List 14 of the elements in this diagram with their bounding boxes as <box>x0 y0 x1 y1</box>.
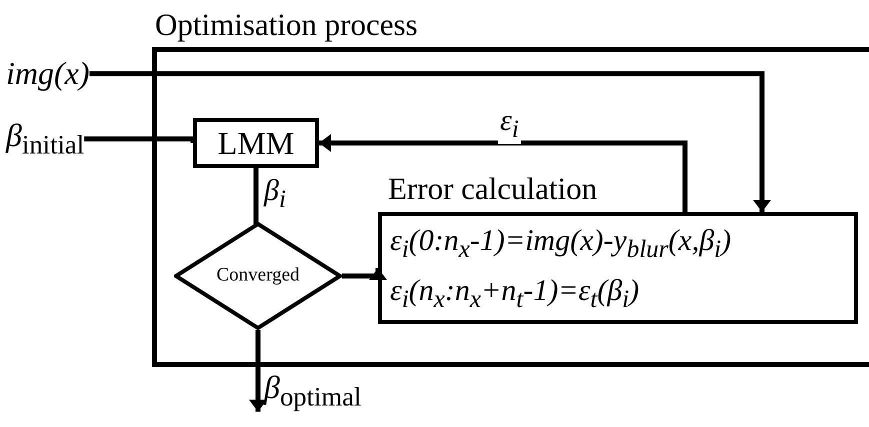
arrow <box>90 71 771 212</box>
process-box <box>193 118 319 168</box>
group-title: Optimisation process <box>155 8 418 42</box>
decision-label: Converged <box>216 266 300 286</box>
formula-text: ε$_{i}$(0:n$_{x}$-1)=img(x)-y$_{blur}$(x,β$_{i}$) <box>390 224 732 264</box>
arrow <box>319 134 688 212</box>
box-label: LMM <box>218 124 294 162</box>
input-label: img(x) <box>6 56 90 92</box>
input-label: β$_{initial}$ <box>6 118 84 160</box>
arrow <box>342 268 387 280</box>
arrow <box>249 330 267 412</box>
output-label: β$_{optimal}$ <box>264 370 362 412</box>
box-heading: Error calculation <box>388 172 598 206</box>
formula-text: ε$_{i}$(n$_{x}$:n$_{x}$+n$_{t}$-1)=ε$_{t}$(β$_{i}$) <box>390 274 640 314</box>
